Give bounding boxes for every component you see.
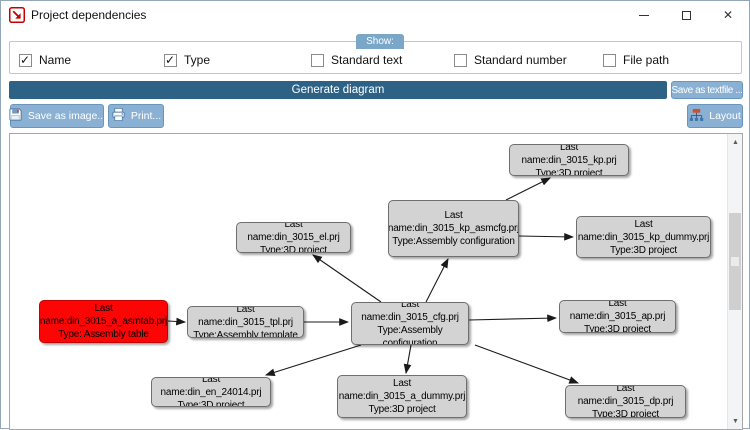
scroll-down-icon[interactable]: ▼ — [732, 417, 739, 425]
checkbox-label: Type — [184, 53, 211, 67]
show-tab-label: Show: — [356, 34, 404, 49]
maximize-icon — [681, 10, 691, 20]
diagram-node-a-dummy[interactable]: Last name:din_3015_a_dummy.prj Type:3D p… — [337, 375, 467, 418]
close-icon: ✕ — [722, 8, 734, 22]
checkbox-label: Standard number — [474, 53, 567, 67]
window-controls: ✕ — [623, 1, 749, 29]
layout-label: Layout — [709, 110, 741, 122]
edges-layer — [167, 177, 580, 384]
edge-kp-asmcfg-to-kp-dummy — [518, 232, 575, 241]
title-bar: Project dependencies ✕ — [1, 1, 749, 31]
checkbox-name[interactable]: Name — [19, 53, 71, 67]
minimize-icon — [639, 14, 649, 16]
printer-icon — [111, 107, 126, 125]
diagram-node-ap[interactable]: Last name:din_3015_ap.prj Type:3D projec… — [559, 300, 676, 333]
save-as-textfile-label: Save as textfile ... — [671, 84, 743, 96]
diagram-node-dp[interactable]: Last name:din_3015_dp.prj Type:3D projec… — [565, 385, 686, 418]
diagram-node-kp-dummy[interactable]: Last name:din_3015_kp_dummy.prj Type:3D … — [576, 216, 711, 258]
edge-cfg-to-kp-asmcfg — [425, 258, 449, 303]
edge-a-asmtab-to-tpl — [167, 317, 187, 326]
app-icon — [9, 7, 25, 23]
checkbox-box — [19, 53, 32, 67]
window-title: Project dependencies — [31, 8, 147, 22]
edge-cfg-to-dp — [474, 344, 580, 384]
edge-cfg-to-el — [312, 254, 382, 303]
save-as-textfile-button[interactable]: Save as textfile ... — [671, 81, 743, 99]
checkbox-box — [164, 53, 177, 67]
diagram-node-kp[interactable]: Last name:din_3015_kp.prj Type:3D projec… — [509, 144, 629, 176]
checkbox-label: File path — [623, 53, 670, 67]
print-button[interactable]: Print... — [108, 104, 164, 128]
layout-button[interactable]: Layout — [687, 104, 743, 128]
edge-cfg-to-ap — [468, 314, 558, 323]
diagram-node-en-24014[interactable]: Last name:din_en_24014.prj Type:3D proje… — [151, 377, 271, 407]
generate-diagram-label: Generate diagram — [291, 84, 385, 96]
save-as-image-button[interactable]: Save as image... — [8, 104, 107, 128]
print-label: Print... — [130, 110, 162, 122]
checkbox-type[interactable]: Type — [164, 53, 210, 67]
minimize-button[interactable] — [623, 1, 665, 29]
scrollbar-grip — [731, 257, 739, 266]
checkbox-standard-number[interactable]: Standard number — [454, 53, 567, 67]
diagram-node-kp-asmcfg[interactable]: Last name:din_3015_kp_asmcfg.prj Type:As… — [388, 200, 519, 257]
checkbox-box — [603, 53, 616, 67]
checkbox-label: Standard text — [331, 53, 403, 67]
dependency-diagram-area: Last name:din_3015_kp.prj Type:3D projec… — [9, 133, 743, 430]
diagram-node-el[interactable]: Last name:din_3015_el.prj Type:3D projec… — [236, 222, 351, 253]
checkbox-standard-text[interactable]: Standard text — [311, 53, 402, 67]
save-as-image-label: Save as image... — [27, 110, 107, 122]
checkbox-box — [454, 53, 467, 67]
scroll-up-icon[interactable]: ▲ — [732, 138, 739, 146]
edge-cfg-to-a-dummy — [403, 344, 412, 375]
checkbox-label: Name — [39, 53, 72, 67]
floppy-disk-icon — [8, 107, 23, 125]
vertical-scrollbar[interactable]: ▲ ▼ — [727, 134, 742, 429]
edge-kp-asmcfg-to-kp — [505, 177, 551, 201]
org-chart-icon — [689, 108, 704, 125]
diagram-node-cfg[interactable]: Last name:din_3015_cfg.prj Type:Assembly… — [351, 302, 469, 345]
checkbox-box — [311, 53, 324, 67]
diagram-canvas: Last name:din_3015_kp.prj Type:3D projec… — [10, 134, 742, 429]
generate-diagram-button[interactable]: Generate diagram — [9, 81, 667, 99]
diagram-node-tpl[interactable]: Last name:din_3015_tpl.prj Type:Assembly… — [187, 306, 304, 338]
maximize-button[interactable] — [665, 1, 707, 29]
close-button[interactable]: ✕ — [707, 1, 749, 29]
checkbox-file-path[interactable]: File path — [603, 53, 669, 67]
diagram-node-a-asmtab[interactable]: Last name:din_3015_a_asmtab.prj Type: As… — [39, 300, 168, 343]
scrollbar-thumb[interactable] — [729, 213, 741, 310]
edge-cfg-to-en-24014 — [264, 344, 362, 377]
